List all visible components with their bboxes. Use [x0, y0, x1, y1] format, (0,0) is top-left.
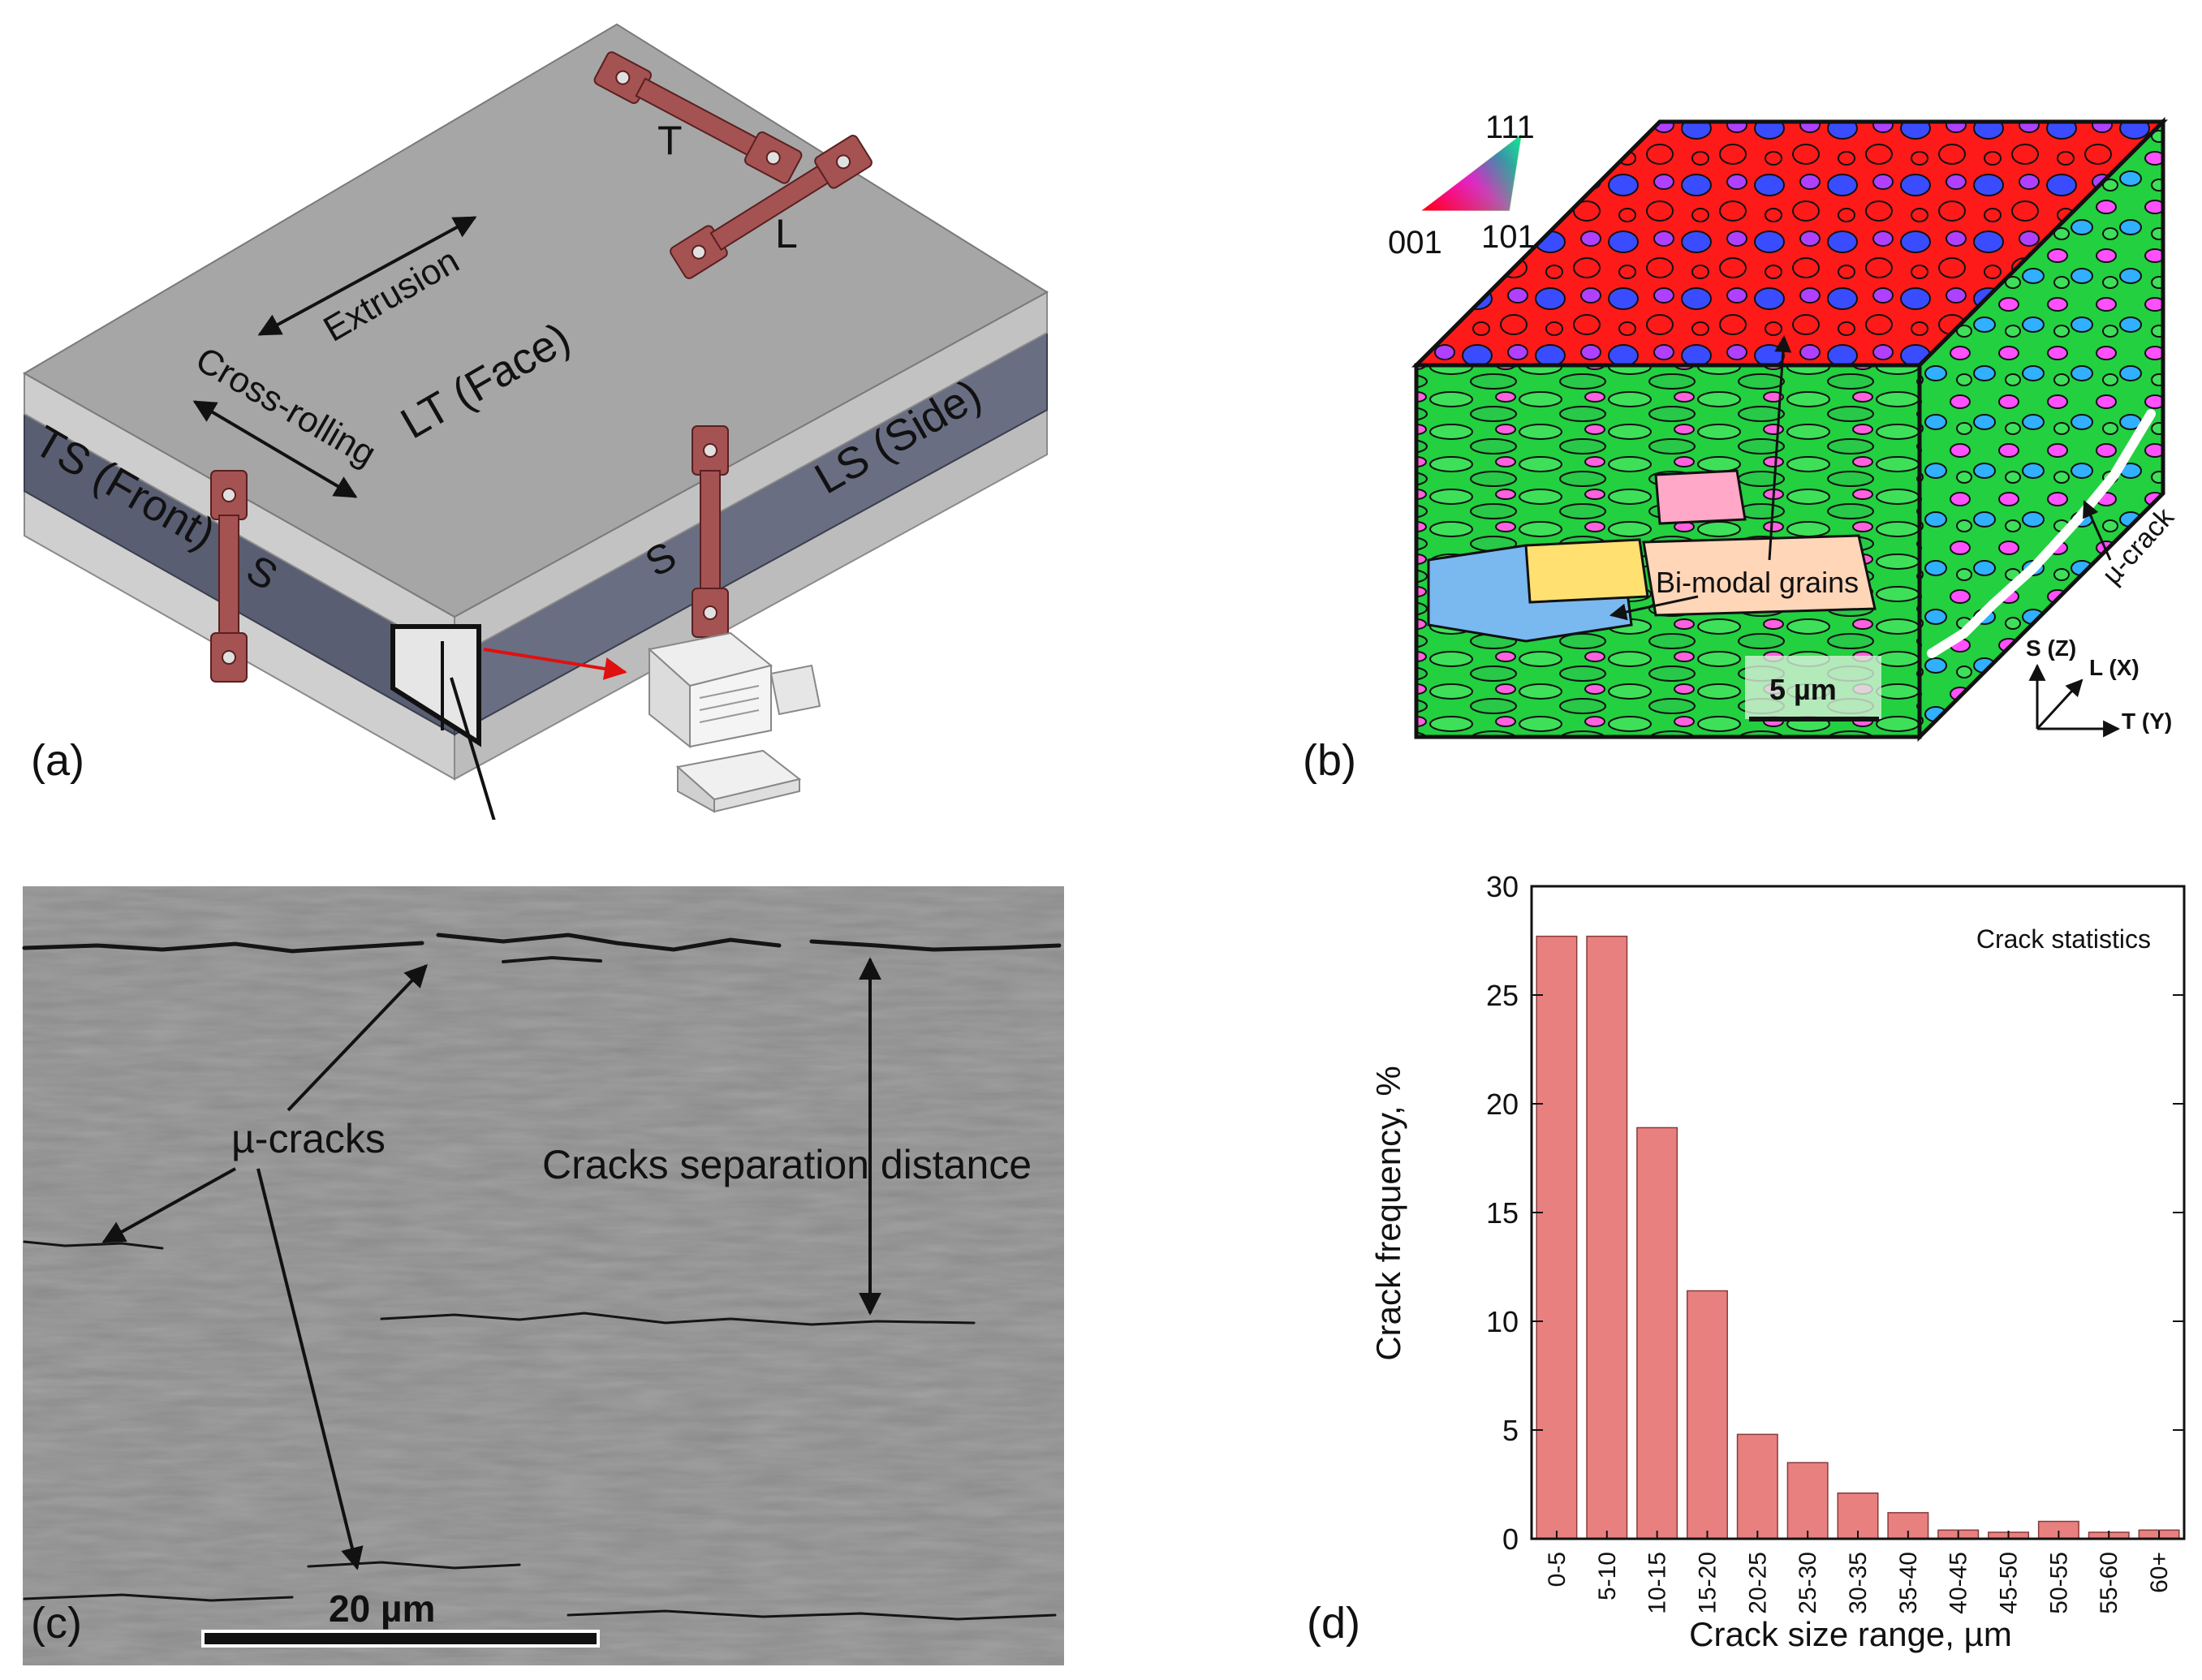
y-tick-label: 30 [1486, 870, 1519, 903]
bimodal-pointer-up [1768, 334, 1792, 561]
cracks-arrow-left [101, 1167, 236, 1243]
axis-l-label: L (X) [2089, 655, 2140, 680]
cracks-arrow-upper [287, 963, 428, 1112]
chart-title: Crack statistics [1976, 924, 2151, 954]
chart-y-ticks: 0 5 10 15 20 25 30 [1486, 870, 2184, 1556]
y-tick-label: 20 [1486, 1088, 1519, 1121]
cross-rolling-arrow [192, 400, 358, 498]
exploded-cube-icon [647, 631, 821, 813]
x-tick-label: 50-55 [2045, 1552, 2072, 1614]
extrusion-arrow [257, 216, 477, 336]
x-tick-label: 5-10 [1594, 1552, 1621, 1600]
panel-c-letter: (c) [31, 1599, 82, 1648]
panel-c-sem-micrograph: µ-cracks Cracks separation distance 20 µ… [22, 886, 1064, 1665]
bar-15-20 [1686, 1290, 1728, 1540]
sem-scale-label: 20 µm [329, 1587, 435, 1630]
plot-frame [1530, 885, 2186, 1540]
y-tick-label: 0 [1502, 1523, 1519, 1556]
x-tick-label: 45-50 [1996, 1552, 2023, 1614]
x-tick-label: 20-25 [1744, 1552, 1771, 1614]
bimodal-label: Bi-modal grains [1656, 566, 1859, 599]
panel-a-letter: (a) [31, 736, 84, 785]
panel-d-letter: (d) [1307, 1599, 1360, 1648]
y-tick-label: 15 [1486, 1196, 1519, 1230]
axis-t-label: T (Y) [2122, 709, 2172, 734]
cracks-arrow-lower [256, 1168, 364, 1570]
chart-x-ticks: 0-5 5-10 10-15 15-20 20-25 25-30 30-35 35-40 40-… [1544, 1531, 2173, 1614]
x-tick-label: 0-5 [1544, 1552, 1571, 1587]
ipf-001-label: 001 [1388, 225, 1442, 261]
panel-a-plate-schematic: Extrusion Cross-rolling LT (Face) LS (Si… [23, 23, 1049, 820]
x-tick-label: 10-15 [1644, 1552, 1671, 1614]
chart-bars [1536, 935, 2180, 1540]
down-pointer-arrow [450, 677, 496, 820]
y-tick-label: 25 [1486, 979, 1519, 1012]
x-tick-label: 30-35 [1845, 1552, 1872, 1614]
specimen-L [670, 135, 873, 279]
y-tick-label: 5 [1502, 1414, 1519, 1447]
axis-l-line [2036, 678, 2083, 730]
y-tick-label: 10 [1486, 1305, 1519, 1338]
chart-x-axis-label: Crack size range, µm [1689, 1615, 2012, 1653]
x-tick-label: 35-40 [1895, 1552, 1922, 1614]
ebsd-scale-box [1745, 656, 1881, 719]
sem-scale-bar [201, 1630, 600, 1648]
cube-side-face [1917, 116, 2165, 743]
x-tick-label: 60+ [2146, 1552, 2173, 1593]
sample-window [390, 624, 481, 747]
specimen-L-label: L [775, 211, 798, 256]
ipf-101-label: 101 [1481, 219, 1536, 255]
bimodal-grain-peach [1642, 534, 1877, 617]
axis-s-label: S (Z) [2026, 635, 2076, 661]
sem-crack-lines [22, 933, 1062, 1621]
separation-label: Cracks separation distance [542, 1142, 1032, 1187]
bar-10-15 [1636, 1126, 1678, 1540]
bar-25-30 [1786, 1462, 1829, 1540]
ebsd-micro-crack [1927, 409, 2156, 658]
bar-0-5 [1536, 935, 1578, 1540]
chart-y-axis-label: Crack frequency, % [1369, 1066, 1407, 1360]
micro-cracks-label: µ-cracks [231, 1116, 386, 1161]
bar-20-25 [1736, 1433, 1778, 1540]
micro-crack-pointer [2083, 500, 2112, 561]
bimodal-pointer [1609, 595, 1699, 621]
specimen-S-side [692, 425, 729, 638]
ebsd-scale-label: 5 µm [1769, 673, 1837, 706]
red-pointer-arrow [483, 648, 627, 680]
x-tick-label: 40-45 [1946, 1552, 1972, 1614]
specimen-T [593, 51, 803, 184]
x-tick-label: 55-60 [2096, 1552, 2122, 1614]
bar-5-10 [1586, 935, 1628, 1540]
bar-35-40 [1887, 1512, 1929, 1540]
bimodal-grain-yellow [1524, 538, 1649, 604]
x-tick-label: 15-20 [1694, 1552, 1721, 1614]
ipf-111-label: 111 [1485, 110, 1535, 145]
bimodal-grain-pink [1654, 469, 1747, 525]
x-tick-label: 25-30 [1795, 1552, 1821, 1614]
panel-b-letter: (b) [1303, 736, 1356, 785]
panel-b-ebsd-cube: 111 001 101 Bi-modal grains 5 µm µ-crack… [1303, 110, 2181, 785]
specimen-T-label: T [657, 118, 683, 163]
